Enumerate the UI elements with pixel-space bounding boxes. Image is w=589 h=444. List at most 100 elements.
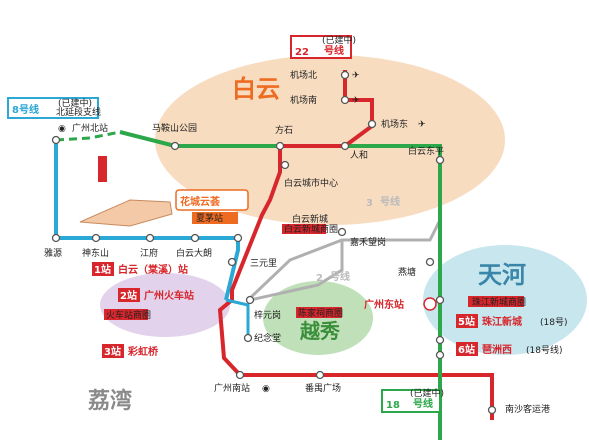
svg-text:号线: 号线	[413, 397, 433, 410]
chenjiaci-tag	[296, 307, 342, 318]
line-2-badge: 2 号线	[316, 270, 350, 284]
stop-card-5: 5站 珠江新城 (18号)	[456, 314, 567, 328]
station-dot[interactable]	[435, 155, 445, 165]
station-dot[interactable]	[170, 141, 180, 151]
train-illustration	[79, 199, 173, 227]
svg-text:(已建中): (已建中)	[58, 97, 92, 109]
station-label-panyu-square: 番禺广场	[305, 382, 341, 394]
xiamao-vertical-tag	[98, 156, 107, 182]
station-dot[interactable]	[227, 257, 237, 267]
station-dot[interactable]	[435, 335, 445, 345]
station-dot[interactable]	[435, 295, 445, 305]
svg-text:18: 18	[386, 400, 400, 411]
station-label-guangzhou-north: 广州北站	[72, 122, 108, 134]
station-dot[interactable]	[243, 333, 253, 343]
line-3-badge: 3 号线	[366, 195, 400, 209]
station-label-baiyun-east: 白云东平	[408, 145, 444, 157]
district-yuexiu: 越秀	[299, 319, 340, 343]
line-8-badge: 8号线 (已建中) 北延段支线	[7, 97, 101, 119]
stop-card-num: 6站	[458, 343, 475, 356]
zhujiang-tag	[468, 296, 524, 307]
stop-card-1: 1站 白云（棠溪）站	[92, 262, 188, 276]
stop-card-text: 琶洲西	[482, 344, 512, 356]
station-dot[interactable]	[340, 141, 350, 151]
station-dot[interactable]	[275, 141, 285, 151]
station-dot[interactable]	[315, 370, 325, 380]
station-dot[interactable]	[367, 119, 377, 129]
station-label-guangzhou-south: 广州南站	[214, 382, 250, 394]
svg-text:8号线: 8号线	[12, 103, 39, 116]
station-dot[interactable]	[340, 70, 350, 80]
station-dot[interactable]	[337, 227, 347, 237]
stop-card-6: 6站 琶洲西 (18号线)	[456, 342, 562, 356]
station-dot[interactable]	[487, 405, 497, 415]
stop-card-num: 3站	[104, 345, 121, 358]
svg-text:(已建中): (已建中)	[322, 34, 356, 46]
stop-card-text: 珠江新城	[482, 315, 522, 328]
train-area-label: 火车站商圈	[106, 309, 151, 321]
station-dot[interactable]	[233, 233, 243, 243]
svg-text:号线: 号线	[324, 44, 344, 57]
station-label-nansha-port: 南沙客运港	[505, 403, 550, 415]
svg-text:2: 2	[316, 273, 323, 284]
station-dot[interactable]	[51, 233, 61, 243]
zhujiang-label: 珠江新城商圈	[472, 296, 526, 308]
stop-card-2: 2站 广州火车站	[118, 288, 194, 302]
station-label-shendongshan: 神东山	[82, 247, 109, 259]
line-22-badge: 22 号线 (已建中)	[290, 34, 356, 59]
station-label-airport-south: 机场南	[290, 94, 317, 106]
line-18-badge: 18 号线 (已建中)	[381, 387, 444, 413]
station-label-baiyun-center: 白云城市中心	[284, 177, 338, 189]
svg-text:22: 22	[295, 47, 309, 58]
stop-card-text: 广州火车站	[144, 289, 194, 302]
station-label-jiangfu: 江府	[140, 247, 158, 259]
station-label-airport-north: 机场北	[290, 69, 317, 81]
line-22-route	[217, 70, 494, 420]
station-dot[interactable]	[91, 233, 101, 243]
baiyun-newtown-sub: 白云新城商圈	[284, 223, 338, 235]
airplane-icon: ✈	[418, 120, 426, 130]
svg-text:3: 3	[366, 198, 373, 209]
line-5-route	[225, 298, 250, 338]
station-dot[interactable]	[190, 233, 200, 243]
line-8-dashed-route	[55, 130, 121, 142]
station-label-jiniantang: 纪念堂	[254, 332, 281, 344]
station-dot[interactable]	[280, 160, 290, 170]
stop-card-3: 3站 彩虹桥	[102, 344, 159, 358]
stop-card-num: 1站	[94, 263, 111, 276]
svg-text:北延段支线: 北延段支线	[56, 106, 101, 118]
airplane-icon: ✈	[352, 71, 360, 81]
station-label-airport-east: 机场东	[381, 118, 408, 130]
station-dots	[51, 70, 497, 415]
station-dot[interactable]	[235, 370, 245, 380]
station-label-zihuagang: 梓元岗	[254, 309, 281, 321]
stop-card-num: 2站	[120, 289, 137, 302]
xiamao-card	[192, 212, 238, 224]
station-dot[interactable]	[425, 257, 435, 267]
stop-card-note: (18号)	[540, 317, 567, 328]
station-label-yayuan: 雅源	[44, 247, 62, 259]
line-2-route	[249, 240, 344, 302]
huacheng-title: 花城云荟	[180, 195, 221, 208]
district-liwan: 荔湾	[88, 388, 132, 414]
train-area-tag	[104, 309, 148, 320]
station-dot[interactable]	[245, 295, 255, 305]
svg-text:号线: 号线	[380, 195, 400, 208]
station-label-renhe: 人和	[350, 150, 368, 161]
station-label-jiahe: 嘉禾望岗	[350, 236, 386, 248]
svg-text:号线: 号线	[330, 270, 350, 283]
station-label-fangshi: 方石	[275, 124, 293, 136]
station-dot[interactable]	[145, 233, 155, 243]
station-label-yantang: 燕塘	[398, 266, 416, 278]
stop-card-num: 5站	[458, 315, 475, 328]
liwan-district-area	[100, 273, 230, 337]
airplane-icon: ✈	[352, 96, 360, 106]
station-dot[interactable]	[435, 350, 445, 360]
svg-text:(已建中): (已建中)	[410, 387, 444, 399]
rail-station-icon: ◉	[58, 124, 66, 134]
rail-station-icon	[423, 297, 437, 311]
station-dot[interactable]	[51, 135, 61, 145]
station-dot[interactable]	[340, 95, 350, 105]
huacheng-card	[175, 189, 249, 211]
baiyun-newtown-tag	[282, 224, 326, 234]
